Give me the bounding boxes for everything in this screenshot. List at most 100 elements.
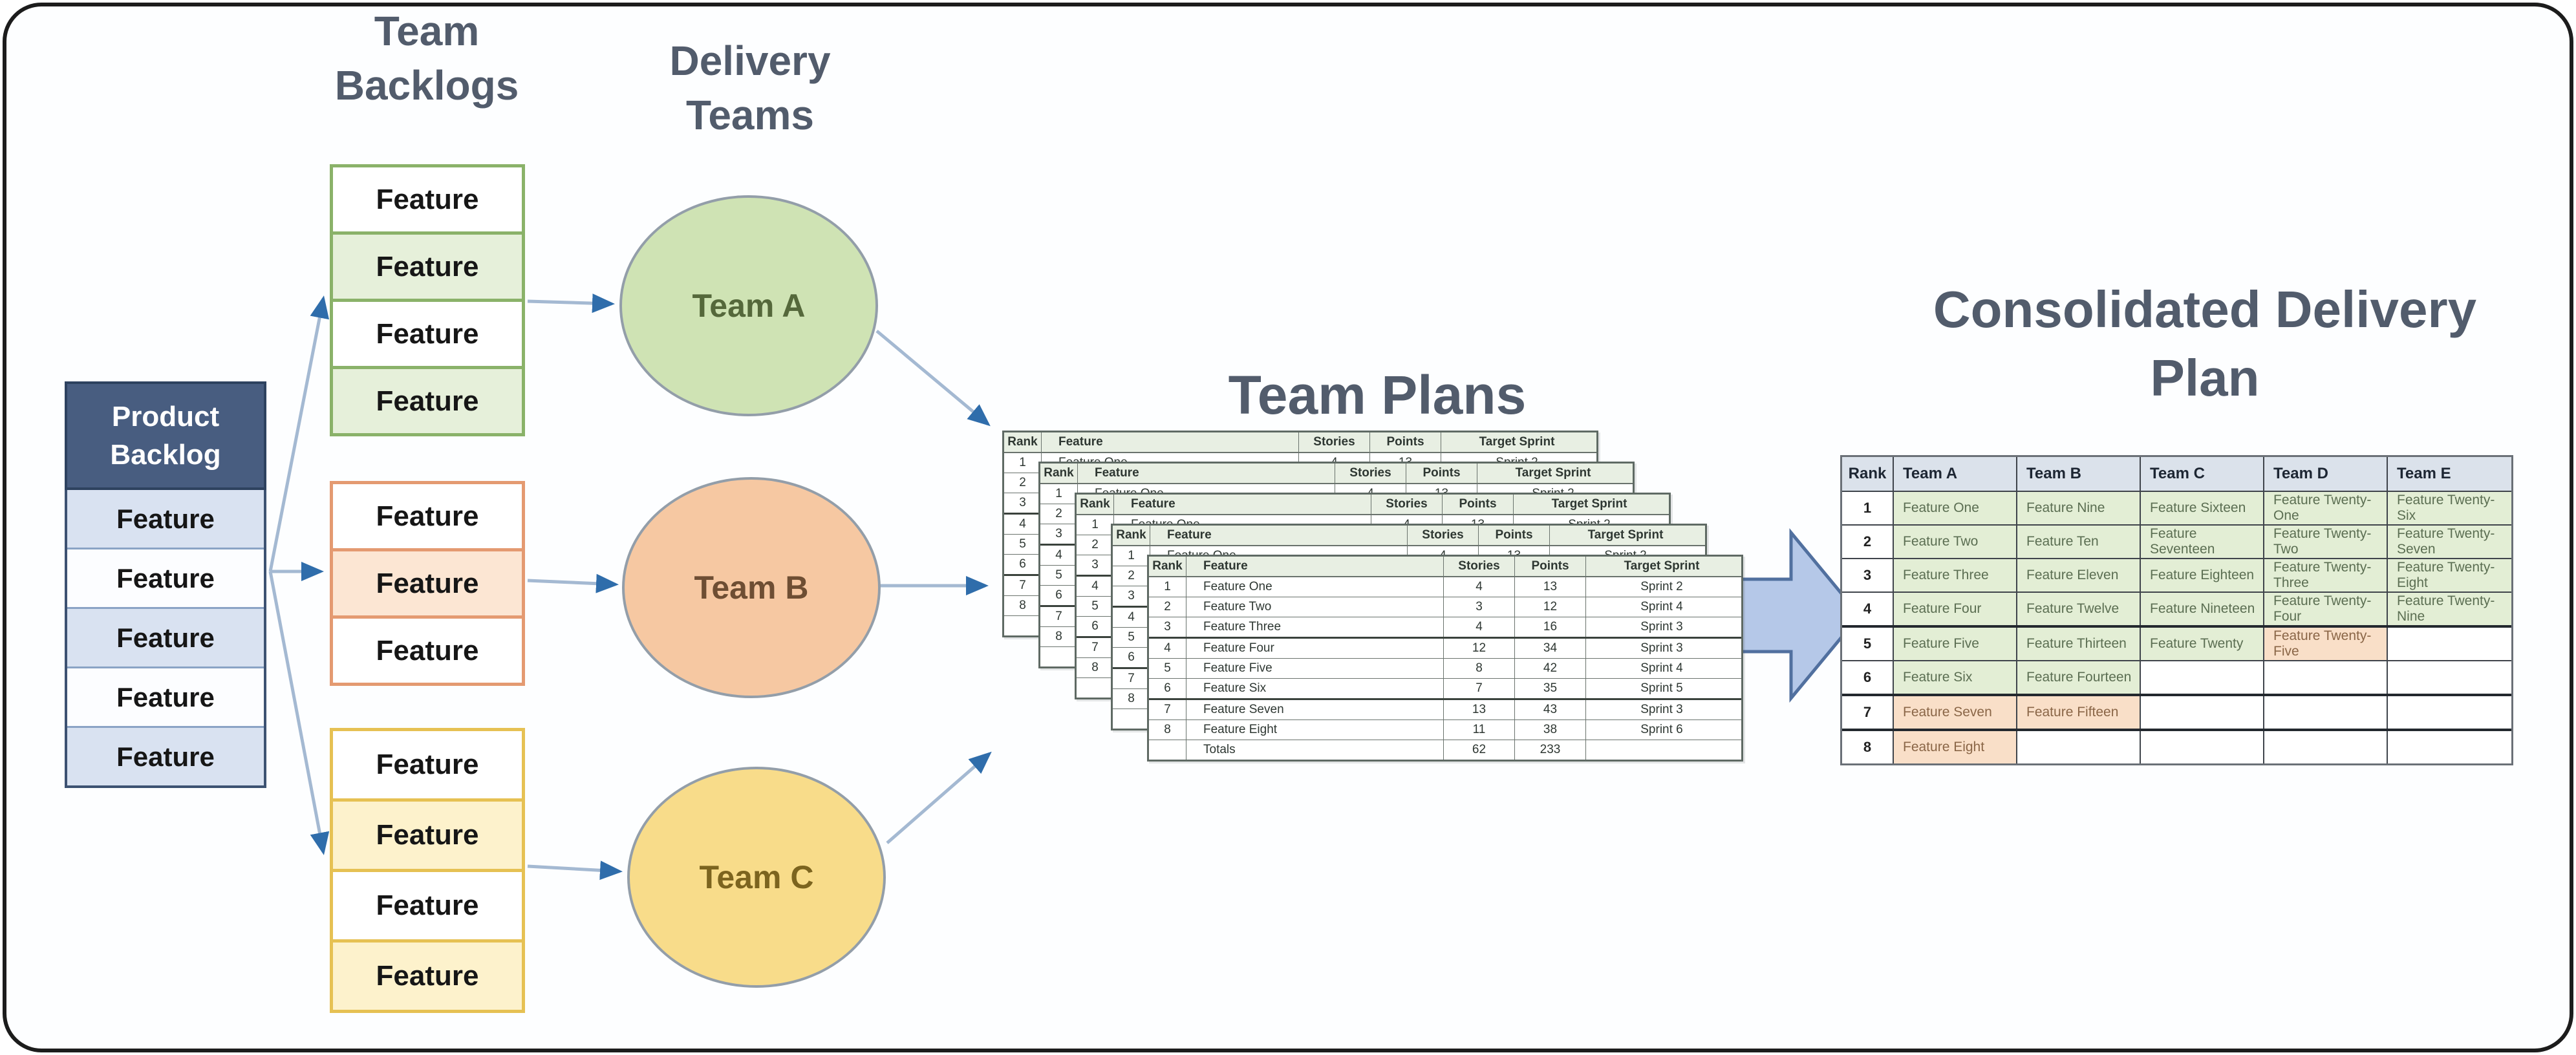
- sprint-cell: Sprint 4: [1640, 661, 1683, 675]
- rank-cell: 5: [1040, 566, 1078, 585]
- feature-cell: Feature One: [1186, 577, 1444, 597]
- consolidated-plan-title: Consolidated Delivery Plan: [1933, 281, 2477, 407]
- column-header: Points: [1406, 464, 1477, 483]
- column-header: Feature: [1078, 464, 1335, 483]
- sprint-cell: Sprint 4: [1640, 600, 1683, 613]
- rank-cell: 4: [1077, 577, 1114, 596]
- rank-cell: 1: [1842, 492, 1894, 524]
- points-cell: 12: [1515, 597, 1586, 617]
- rank-cell: 6: [1004, 555, 1042, 574]
- rank-cell: 6: [1077, 617, 1114, 636]
- feature-cell: Feature Six: [1186, 679, 1444, 698]
- column-header: Points: [1515, 557, 1586, 576]
- rank-cell: 5: [1113, 628, 1150, 647]
- plan-cell: [2141, 661, 2264, 694]
- rank-cell: 5: [1004, 535, 1042, 554]
- rank-cell: 4: [1842, 593, 1894, 625]
- column-header: Team E: [2388, 457, 2511, 491]
- rank-cell: 7: [1113, 669, 1150, 688]
- feature-cell: Feature Four: [1186, 639, 1444, 658]
- plans-to-consolidated-arrow: [1736, 528, 1862, 703]
- rank-cell: 2: [1113, 566, 1150, 586]
- column-header: Stories: [1335, 464, 1406, 483]
- plan-cell: Feature One: [1894, 492, 2017, 524]
- column-header: Stories: [1371, 495, 1443, 514]
- arrow-team-c-backlog-to-circle: [527, 860, 623, 880]
- backlog-item: Feature: [333, 167, 522, 235]
- plan-cell: Feature Twenty-Four: [2264, 593, 2388, 625]
- team-a-circle: Team A: [619, 195, 878, 416]
- column-header: Stories: [1444, 557, 1515, 576]
- points-cell: 16: [1515, 617, 1586, 637]
- points-cell: 35: [1515, 679, 1586, 698]
- product-backlog-item: Feature: [67, 549, 264, 609]
- rank-cell: 4: [1040, 546, 1078, 565]
- column-header: Feature: [1042, 432, 1299, 452]
- rank-cell: 7: [1004, 576, 1042, 595]
- column-header: Feature: [1186, 557, 1444, 576]
- plan-cell: Feature Twenty-Eight: [2388, 559, 2511, 591]
- rank-cell: 1: [1149, 577, 1186, 597]
- column-header: Target Sprint: [1624, 559, 1700, 573]
- rank-cell: 8: [1113, 689, 1150, 709]
- sprint-cell: Sprint 2: [1640, 580, 1683, 593]
- column-header: Team D: [2264, 457, 2388, 491]
- plan-cell: Feature Twenty-Five: [2264, 628, 2388, 660]
- sprint-cell: Sprint 3: [1640, 620, 1683, 634]
- rank-cell: 3: [1149, 617, 1186, 637]
- feature-cell: Feature Five: [1186, 659, 1444, 678]
- rank-cell: [1077, 678, 1114, 698]
- rank-cell: 6: [1040, 586, 1078, 605]
- column-header: Team A: [1894, 457, 2017, 491]
- plan-cell: Feature Five: [1894, 628, 2017, 660]
- rank-cell: 8: [1004, 596, 1042, 615]
- rank-cell: [1040, 647, 1078, 666]
- rank-cell: 4: [1004, 515, 1042, 534]
- rank-cell: 3: [1842, 559, 1894, 591]
- sprint-cell: Sprint 3: [1640, 641, 1683, 655]
- totals-points: 233: [1515, 740, 1586, 760]
- backlog-item: Feature: [333, 619, 522, 683]
- rank-cell: 5: [1842, 628, 1894, 660]
- plan-cell: [2264, 696, 2388, 729]
- plan-cell: Feature Twelve: [2017, 593, 2141, 625]
- stories-cell: 8: [1444, 659, 1515, 678]
- rank-cell: 6: [1842, 661, 1894, 694]
- arrow-team-b-backlog-to-circle: [527, 573, 619, 593]
- rank-cell: 8: [1149, 720, 1186, 740]
- rank-cell: 6: [1149, 679, 1186, 698]
- product-backlog-header: Product Backlog: [65, 381, 266, 490]
- plan-cell: Feature Twenty: [2141, 628, 2264, 660]
- column-header: Stories: [1299, 432, 1370, 452]
- stories-cell: 11: [1444, 720, 1515, 740]
- plan-cell: [2141, 731, 2264, 763]
- rank-cell: 2: [1040, 504, 1078, 524]
- arrow-backlog-to-team-a-backlog: [268, 295, 330, 572]
- feature-cell: Feature Two: [1186, 597, 1444, 617]
- feature-cell: Feature Eight: [1186, 720, 1444, 740]
- plan-cell: [2388, 696, 2511, 729]
- column-header: Rank: [1113, 526, 1150, 545]
- rank-cell: 7: [1077, 638, 1114, 657]
- product-backlog-item: Feature: [67, 668, 264, 728]
- plan-cell: Feature Seven: [1894, 696, 2017, 729]
- column-header: Target Sprint: [1515, 466, 1591, 480]
- plan-cell: Feature Nineteen: [2141, 593, 2264, 625]
- team-backlogs-title: Team Backlogs: [334, 8, 519, 109]
- points-cell: 38: [1515, 720, 1586, 740]
- team-b-circle: Team B: [622, 477, 881, 698]
